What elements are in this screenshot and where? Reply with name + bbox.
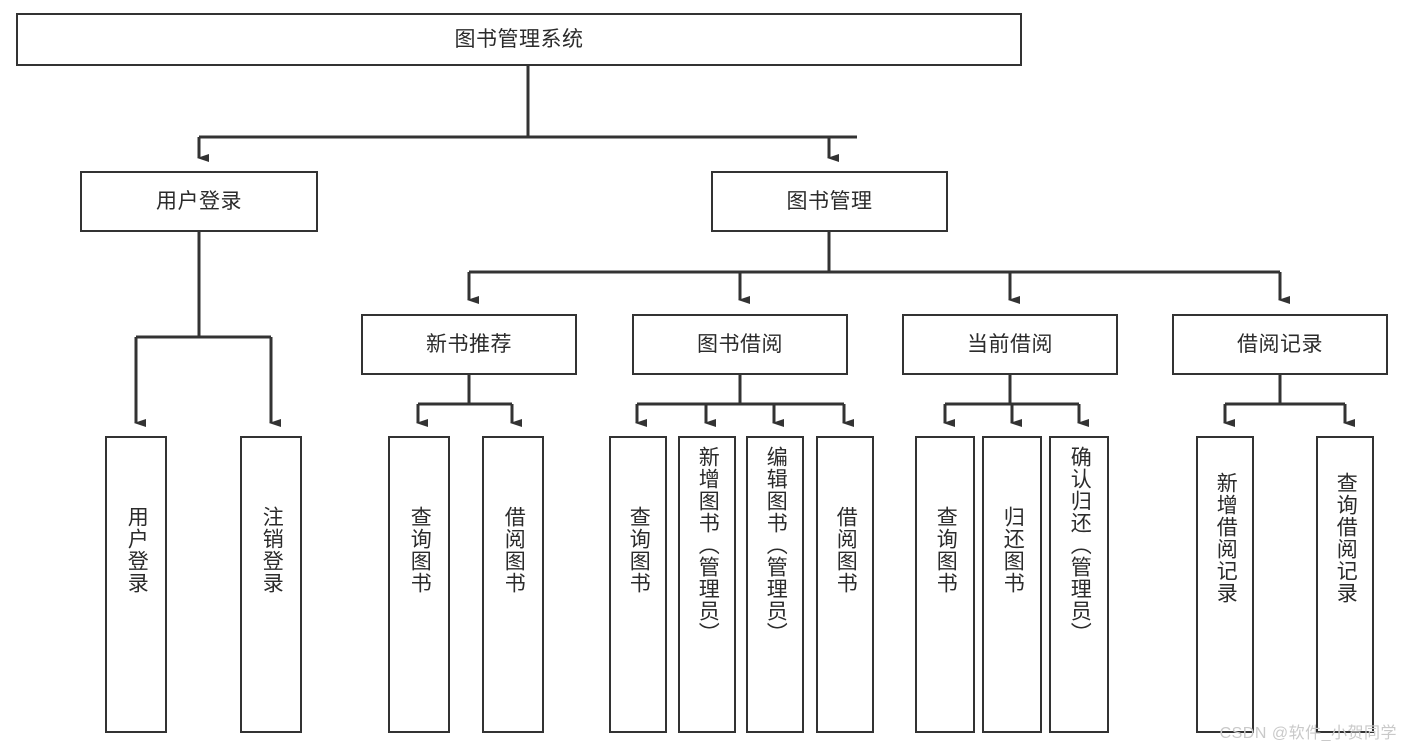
leaf-label: 借阅图书 <box>834 506 858 594</box>
leaf-label: 查询图书 <box>408 506 432 594</box>
node-new-book-recommend-label: 新书推荐 <box>426 332 512 356</box>
leaf-label: 新增借阅记录 <box>1214 472 1238 604</box>
leaf-label: 用户登录 <box>125 506 149 594</box>
leaf-current-borrow-confirm[interactable]: 确认归还（管理员） <box>1049 436 1109 733</box>
leaf-new-book-borrow[interactable]: 借阅图书 <box>482 436 544 733</box>
leaf-current-borrow-return[interactable]: 归还图书 <box>982 436 1042 733</box>
leaf-label: 查询借阅记录 <box>1334 472 1358 604</box>
leaf-borrow-record-add[interactable]: 新增借阅记录 <box>1196 436 1254 733</box>
node-new-book-recommend[interactable]: 新书推荐 <box>361 314 577 375</box>
leaf-label: 注销登录 <box>260 506 284 594</box>
node-book-borrow[interactable]: 图书借阅 <box>632 314 848 375</box>
leaf-book-borrow-lend[interactable]: 借阅图书 <box>816 436 874 733</box>
leaf-user-login-signout[interactable]: 注销登录 <box>240 436 302 733</box>
leaf-label: 查询图书 <box>934 506 958 594</box>
node-root[interactable]: 图书管理系统 <box>16 13 1022 66</box>
node-book-management-label: 图书管理 <box>786 189 873 213</box>
node-current-borrow-label: 当前借阅 <box>967 332 1053 356</box>
leaf-book-borrow-query[interactable]: 查询图书 <box>609 436 667 733</box>
watermark: CSDN @软件_小贺同学 <box>1219 725 1397 742</box>
leaf-label: 查询图书 <box>627 506 651 594</box>
node-book-borrow-label: 图书借阅 <box>697 332 783 356</box>
leaf-label: 确认归还（管理员） <box>1068 446 1092 644</box>
leaf-label: 编辑图书（管理员） <box>764 446 788 644</box>
node-root-label: 图书管理系统 <box>454 27 584 51</box>
leaf-book-borrow-edit[interactable]: 编辑图书（管理员） <box>746 436 804 733</box>
leaf-label: 借阅图书 <box>502 506 526 594</box>
leaf-label: 新增图书（管理员） <box>696 446 720 644</box>
leaf-label: 归还图书 <box>1001 506 1025 594</box>
leaf-book-borrow-add[interactable]: 新增图书（管理员） <box>678 436 736 733</box>
node-user-login-label: 用户登录 <box>156 189 242 213</box>
node-borrow-record[interactable]: 借阅记录 <box>1172 314 1388 375</box>
leaf-current-borrow-query[interactable]: 查询图书 <box>915 436 975 733</box>
leaf-borrow-record-query[interactable]: 查询借阅记录 <box>1316 436 1374 733</box>
node-user-login[interactable]: 用户登录 <box>80 171 318 232</box>
node-book-management[interactable]: 图书管理 <box>711 171 948 232</box>
node-borrow-record-label: 借阅记录 <box>1237 332 1323 356</box>
node-current-borrow[interactable]: 当前借阅 <box>902 314 1118 375</box>
leaf-new-book-query[interactable]: 查询图书 <box>388 436 450 733</box>
leaf-user-login-signin[interactable]: 用户登录 <box>105 436 167 733</box>
